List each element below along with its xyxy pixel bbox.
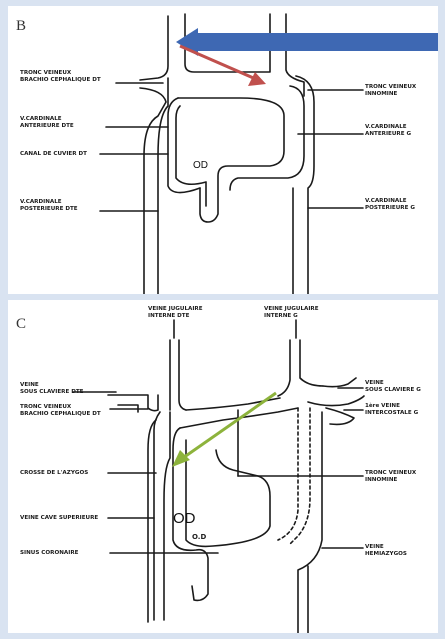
c-hemiazygos-dashed-a xyxy=(278,408,298,540)
c-label-crosse-azygos: CROSSE DE L'AZYGOS xyxy=(20,470,88,477)
c-label-subclav-dte: VEINE SOUS CLAVIERE DTE xyxy=(20,382,84,396)
c-subclav-left-2 xyxy=(308,396,364,406)
b-vessel-top-left xyxy=(140,16,168,80)
c-label-subclav-g: VEINE SOUS CLAVIERE G xyxy=(365,380,421,394)
panel-c-drawing xyxy=(8,300,438,633)
b-left-inner xyxy=(158,78,168,294)
c-label-jugular-dte: VEINE JUGULAIRE INTERNE DTE xyxy=(148,306,203,320)
c-label-hemiazygos: VEINE HEMIAZYGOS xyxy=(365,544,407,558)
c-jugular-right-r xyxy=(179,340,186,410)
b-label-tronc-brachio: TRONC VEINEUX BRACHIO CEPHALIQUE DT xyxy=(20,70,101,84)
c-od-label: OD xyxy=(173,510,196,527)
blue-arrow xyxy=(176,28,438,56)
b-vessel-top-inner xyxy=(286,14,304,96)
c-label-tronc-innomine: TRONC VEINEUX INNOMINE xyxy=(365,470,416,484)
b-od-label: OD xyxy=(193,160,208,171)
red-arrow xyxy=(180,46,266,86)
c-jugular-left-l xyxy=(278,340,290,396)
panel-c: C xyxy=(8,300,438,633)
b-right-outer xyxy=(296,76,314,294)
b-label-vcard-post-dte: V.CARDINALE POSTERIEURE DTE xyxy=(20,199,78,213)
c-subclav-left xyxy=(323,378,356,387)
c-heart-inner xyxy=(186,440,270,546)
c-svc-right xyxy=(164,412,170,620)
b-heart-left xyxy=(168,98,200,193)
b-label-vcard-post-g: V.CARDINALE POSTERIEURE G xyxy=(365,198,415,212)
c-label-tronc-brachio: TRONC VEINEUX BRACHIO CEPHALIQUE DT xyxy=(20,404,101,418)
c-od-small-label: O.D xyxy=(192,533,206,541)
c-label-intercostal: 1ère VEINE INTERCOSTALE G xyxy=(365,403,418,417)
c-label-jugular-g: VEINE JUGULAIRE INTERNE G xyxy=(264,306,319,320)
c-label-vcs: VEINE CAVE SUPERIEURE xyxy=(20,515,98,522)
c-jugular-left-r xyxy=(300,340,323,386)
b-label-vcard-ant-dte: V.CARDINALE ANTERIEURE DTE xyxy=(20,116,74,130)
c-label-sinus-coronaire: SINUS CORONAIRE xyxy=(20,550,78,557)
green-arrow xyxy=(172,393,276,467)
panel-b: B xyxy=(8,6,438,294)
b-label-vcard-ant-g: V.CARDINALE ANTERIEURE G xyxy=(365,124,411,138)
b-right-cardinal-ant xyxy=(230,86,304,190)
b-label-tronc-innomine: TRONC VEINEUX INNOMINE xyxy=(365,84,416,98)
c-svc-left xyxy=(154,412,160,620)
b-label-canal-cuvier: CANAL DE CUVIER DT xyxy=(20,151,87,158)
panel-b-drawing xyxy=(8,6,438,294)
